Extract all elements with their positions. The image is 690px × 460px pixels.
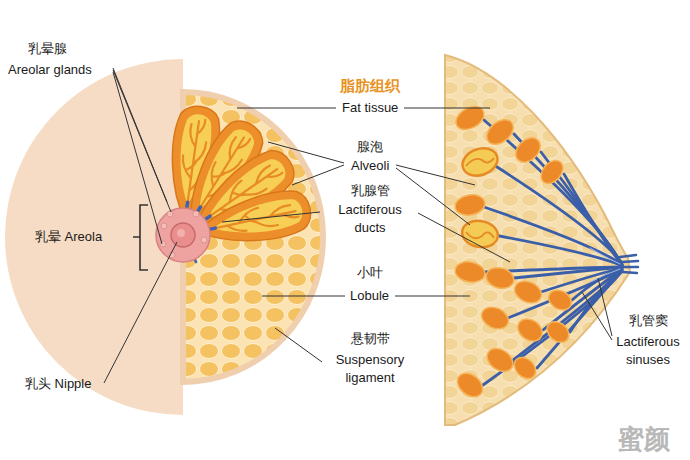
lobules-part xyxy=(537,156,568,187)
lactiferous-ducts-part xyxy=(508,269,622,318)
leader-lines-part xyxy=(268,142,344,163)
lobules-part xyxy=(484,265,516,292)
lobules-part xyxy=(452,102,488,134)
lobules-part xyxy=(511,133,545,167)
alveoli-clusters-part xyxy=(459,144,502,181)
leader-lines-part xyxy=(113,72,162,244)
breast-front-view xyxy=(5,59,323,415)
lobules-part xyxy=(543,317,573,346)
lobules-part xyxy=(478,303,512,333)
breast-front-view-part xyxy=(171,223,195,247)
duct-highlights-part xyxy=(590,248,620,264)
areolar-gland-bumps-part xyxy=(193,211,199,217)
nipple-side-part xyxy=(620,255,636,257)
leader-lines-part xyxy=(275,328,322,362)
leader-lines-part xyxy=(113,70,171,212)
part-label: Lobule xyxy=(350,287,389,305)
alveoli-clusters-part xyxy=(460,218,500,250)
part-label-zh: 乳腺管 xyxy=(351,182,390,200)
part-label: Alveoli xyxy=(351,157,389,175)
areolar-gland-bumps-part xyxy=(161,223,167,229)
alveoli-clusters-part xyxy=(466,232,494,238)
leader-lines-part xyxy=(133,205,148,270)
lobules-part xyxy=(514,314,547,345)
breast-front-view-part xyxy=(156,208,210,262)
lobules-part xyxy=(483,344,517,376)
part-label: Fat tissue xyxy=(342,99,398,117)
leader-lines-part xyxy=(404,108,490,109)
leader-lines-part xyxy=(396,168,470,225)
watermark: 蜜颜 xyxy=(618,422,670,456)
part-label: Lactiferous sinuses xyxy=(610,333,686,369)
leader-lines-part xyxy=(418,213,510,262)
leader-lines-part xyxy=(582,292,612,340)
nipple-side-part xyxy=(622,272,637,273)
part-label: 乳头 Nipple xyxy=(25,375,91,393)
part-label-zh: 脂肪组织 xyxy=(340,76,400,96)
lactiferous-ducts-part xyxy=(494,235,622,266)
lobules-part xyxy=(482,115,518,150)
lobules-part xyxy=(453,368,487,401)
areolar-gland-bumps-part xyxy=(167,211,173,217)
areolar-gland-bumps-part xyxy=(201,237,207,243)
part-label-zh: 腺泡 xyxy=(357,138,383,156)
lactiferous-ducts-part xyxy=(543,269,622,330)
lobules-part xyxy=(511,277,545,307)
leader-lines-part xyxy=(237,108,336,109)
leader-lines-part xyxy=(222,212,320,222)
part-label: Lactiferous ducts xyxy=(324,201,416,237)
breast-front-view-part xyxy=(177,229,185,237)
leader-lines-part xyxy=(396,165,475,185)
part-label-zh: 悬韧带 xyxy=(351,330,390,348)
nipple-side xyxy=(620,255,638,273)
lobules-part xyxy=(510,353,540,383)
nipple-side-part xyxy=(622,266,638,269)
lactiferous-ducts xyxy=(483,120,622,385)
nipple-side-part xyxy=(622,261,638,262)
leader-lines xyxy=(104,68,612,383)
areolar-gland-bumps xyxy=(160,211,207,258)
duct-highlights-part xyxy=(590,269,620,282)
leader-lines-part xyxy=(598,278,612,336)
part-label-zh: 小叶 xyxy=(357,264,383,282)
lobules xyxy=(452,102,575,402)
part-label: 乳晕 Areola xyxy=(35,228,102,246)
part-label: Areolar glands xyxy=(8,61,92,79)
lobules-part xyxy=(453,260,486,285)
breast-side-view xyxy=(445,55,638,425)
lobules-part xyxy=(453,193,486,218)
lactiferous-ducts-part xyxy=(484,207,622,265)
leader-lines-part xyxy=(262,296,345,297)
part-label-zh: 乳晕腺 xyxy=(28,40,67,58)
duct-highlights xyxy=(590,248,620,282)
breast-side-view-part xyxy=(445,55,630,425)
leader-lines-part xyxy=(395,296,470,297)
leader-lines-part xyxy=(292,165,344,185)
part-label: Suspensory ligament xyxy=(324,351,416,387)
part-label-zh: 乳管窦 xyxy=(629,312,668,330)
lobules-part xyxy=(545,286,575,314)
alveoli-clusters xyxy=(459,144,502,250)
alveoli-clusters-part xyxy=(466,158,494,166)
leader-lines-part xyxy=(104,242,177,383)
